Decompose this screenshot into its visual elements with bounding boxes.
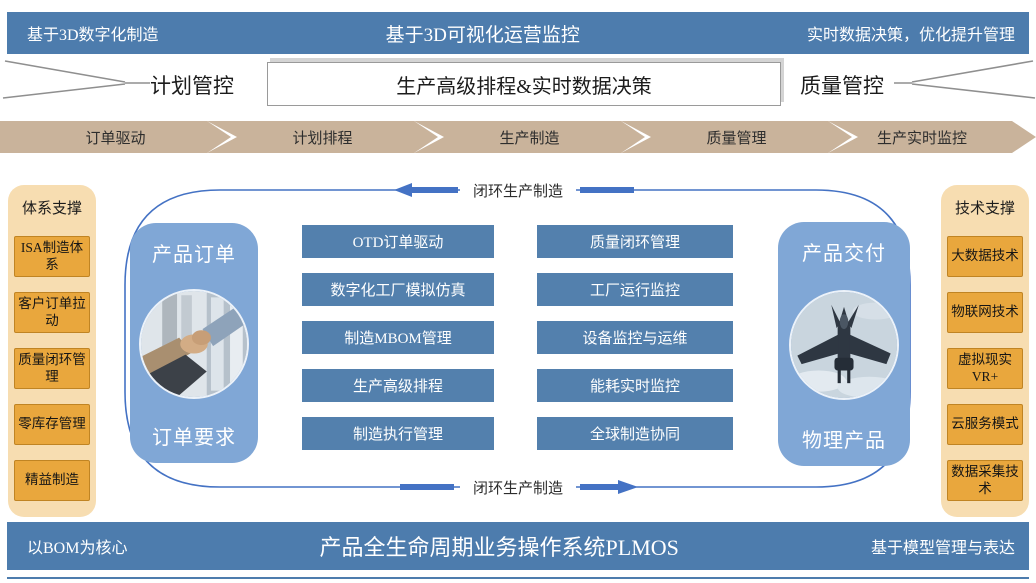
top-bar-left-text: 基于3D数字化制造 — [27, 27, 159, 44]
panel-item-data-acq: 数据采集技术 — [947, 460, 1023, 501]
tech-support-title: 技术支撑 — [954, 201, 1015, 217]
order-requirement-label: 订单要求 — [152, 427, 236, 449]
panel-item-quality-loop: 质量闭环管理 — [14, 348, 90, 389]
flow-step-monitoring: 生产实时监控 — [828, 121, 1036, 153]
panel-item-zero-inventory: 零库存管理 — [14, 404, 90, 445]
module-equipment-ops: 设备监控与运维 — [537, 321, 733, 354]
panel-item-bigdata: 大数据技术 — [947, 236, 1023, 277]
bottom-bar-center-text: 产品全生命周期业务操作系统PLMOS — [319, 535, 679, 560]
flow-step-quality: 质量管理 — [621, 121, 852, 153]
panel-item-iot: 物联网技术 — [947, 292, 1023, 333]
module-mes: 制造执行管理 — [302, 417, 494, 450]
bottom-banner-bar: 以BOM为核心 产品全生命周期业务操作系统PLMOS 基于模型管理与表达 — [7, 522, 1029, 570]
panel-item-customer-order: 客户订单拉动 — [14, 292, 90, 333]
module-advanced-scheduling: 生产高级排程 — [302, 369, 494, 402]
module-global-collab: 全球制造协同 — [537, 417, 733, 450]
top-banner-bar: 基于3D数字化制造 基于3D可视化运营监控 实时数据决策，优化提升管理 — [7, 12, 1029, 54]
fighter-jet-photo — [789, 290, 899, 400]
flow-step-production: 生产制造 — [414, 121, 645, 153]
module-otd-order: OTD订单驱动 — [302, 225, 494, 258]
top-bar-center-text: 基于3D可视化运营监控 — [385, 24, 580, 46]
tech-support-panel: 技术支撑 大数据技术 物联网技术 虚拟现实VR+ 云服务模式 数据采集技术 — [941, 185, 1029, 517]
quality-control-label: 质量管控 — [800, 74, 884, 98]
product-delivery-card: 产品交付 物理产品 — [778, 222, 910, 466]
bottom-bar-left-text: 以BOM为核心 — [27, 540, 128, 557]
panel-item-vr: 虚拟现实VR+ — [947, 348, 1023, 389]
module-quality-loop: 质量闭环管理 — [537, 225, 733, 258]
module-mbom: 制造MBOM管理 — [302, 321, 494, 354]
top-bar-right-text: 实时数据决策，优化提升管理 — [806, 27, 1015, 44]
system-support-title: 体系支撑 — [21, 201, 82, 217]
bottom-bar-right-text: 基于模型管理与表达 — [870, 540, 1015, 557]
right-chevron-lines — [894, 60, 1036, 99]
left-chevron-lines — [2, 60, 150, 99]
panel-item-isa: ISA制造体系 — [14, 236, 90, 277]
physical-product-label: 物理产品 — [802, 430, 886, 452]
bottom-divider-line — [7, 577, 1029, 579]
plan-control-label: 计划管控 — [150, 74, 234, 98]
panel-item-lean: 精益制造 — [14, 460, 90, 501]
product-order-card: 产品订单 订单要求 — [130, 223, 258, 463]
module-factory-monitoring: 工厂运行监控 — [537, 273, 733, 306]
panel-item-cloud: 云服务模式 — [947, 404, 1023, 445]
loop-top-label: 闭环生产制造 — [460, 180, 576, 200]
product-delivery-label: 产品交付 — [802, 243, 886, 265]
module-energy-monitoring: 能耗实时监控 — [537, 369, 733, 402]
handshake-photo — [139, 289, 249, 399]
loop-bottom-label: 闭环生产制造 — [460, 477, 576, 497]
system-support-panel: 体系支撑 ISA制造体系 客户订单拉动 质量闭环管理 零库存管理 精益制造 — [8, 185, 96, 517]
product-order-label: 产品订单 — [152, 244, 236, 266]
module-digital-factory-sim: 数字化工厂模拟仿真 — [302, 273, 494, 306]
flow-step-scheduling: 计划排程 — [207, 121, 438, 153]
center-banner-text: 生产高级排程&实时数据决策 — [396, 75, 652, 98]
center-banner-box: 生产高级排程&实时数据决策 — [267, 62, 781, 106]
process-flow-row: 订单驱动 计划排程 生产制造 质量管理 生产实时监控 — [0, 121, 1036, 153]
flow-step-order: 订单驱动 — [0, 121, 231, 153]
